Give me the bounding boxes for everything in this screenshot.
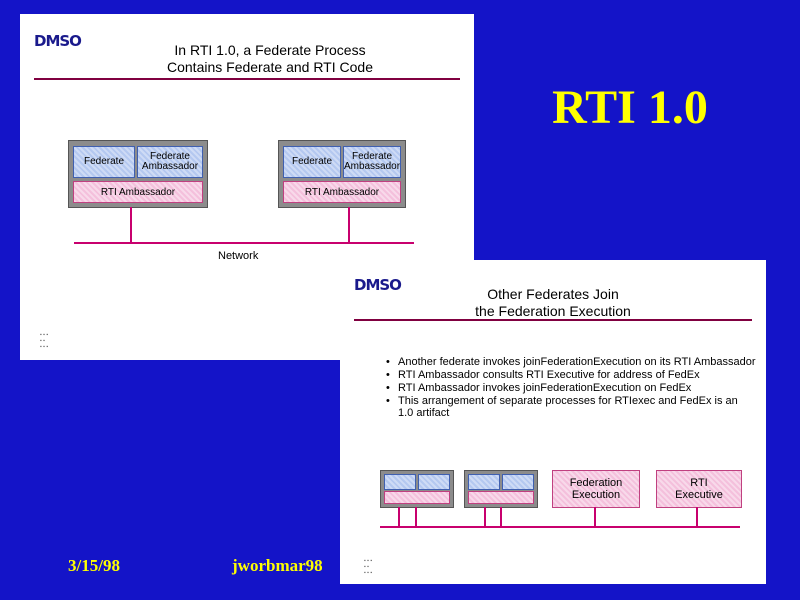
slide2-title-line2: the Federation Execution — [475, 303, 631, 319]
dmso-logo: DMSO — [354, 276, 402, 294]
dmso-logo: DMSO — [34, 32, 82, 50]
federate-ambassador-box — [502, 474, 534, 490]
slide2-title-line1: Other Federates Join — [487, 286, 619, 302]
slide2-title: Other Federates Join the Federation Exec… — [400, 286, 706, 320]
main-title: RTI 1.0 — [552, 81, 708, 134]
footer-author: jworbmar98 — [232, 556, 323, 575]
network-line — [74, 242, 414, 244]
rti-ambassador-box: RTI Ambassador — [283, 181, 401, 203]
rti-ambassador-box: RTI Ambassador — [73, 181, 203, 203]
network-drop — [398, 507, 400, 527]
federate-ambassador-box — [418, 474, 450, 490]
rti-ambassador-box — [468, 491, 534, 504]
bullet-item: RTI Ambassador consults RTI Executive fo… — [386, 369, 756, 381]
federate-box: Federate — [283, 146, 341, 178]
slide-federate-process: DMSO In RTI 1.0, a Federate Process Cont… — [20, 14, 474, 360]
bullet-item: This arrangement of separate processes f… — [386, 395, 756, 419]
slide1-title-line1: In RTI 1.0, a Federate Process — [174, 42, 366, 58]
slide1-footer-mark: ▪ ▪ ▪▪ ▪▪ ▪ ▪ — [40, 332, 49, 350]
slide-other-federates-join: DMSO Other Federates Join the Federation… — [340, 260, 766, 584]
network-drop — [594, 507, 596, 527]
network-drop — [484, 507, 486, 527]
bullet-list: Another federate invokes joinFederationE… — [386, 356, 756, 420]
federate-process-small-2 — [464, 470, 538, 508]
network-drop-right — [348, 207, 350, 243]
slide1-title-rule — [34, 78, 460, 80]
federate-box — [384, 474, 416, 490]
network-drop — [500, 507, 502, 527]
rti-ambassador-box — [384, 491, 450, 504]
network-drop — [415, 507, 417, 527]
bullet-item: RTI Ambassador invokes joinFederationExe… — [386, 382, 756, 394]
slide1-title: In RTI 1.0, a Federate Process Contains … — [80, 42, 460, 76]
federate-box — [468, 474, 500, 490]
slide1-title-line2: Contains Federate and RTI Code — [167, 59, 373, 75]
federate-process-small-1 — [380, 470, 454, 508]
bullet-item: Another federate invokes joinFederationE… — [386, 356, 756, 368]
footer-date: 3/15/98 — [68, 556, 120, 575]
network-label: Network — [218, 250, 259, 262]
slide2-footer-mark: ▪ ▪ ▪▪ ▪▪ ▪ ▪ — [364, 558, 373, 576]
slide2-title-rule — [354, 319, 752, 321]
network-drop-left — [130, 207, 132, 243]
network-line — [380, 526, 740, 528]
federate-box: Federate — [73, 146, 135, 178]
network-drop — [696, 507, 698, 527]
